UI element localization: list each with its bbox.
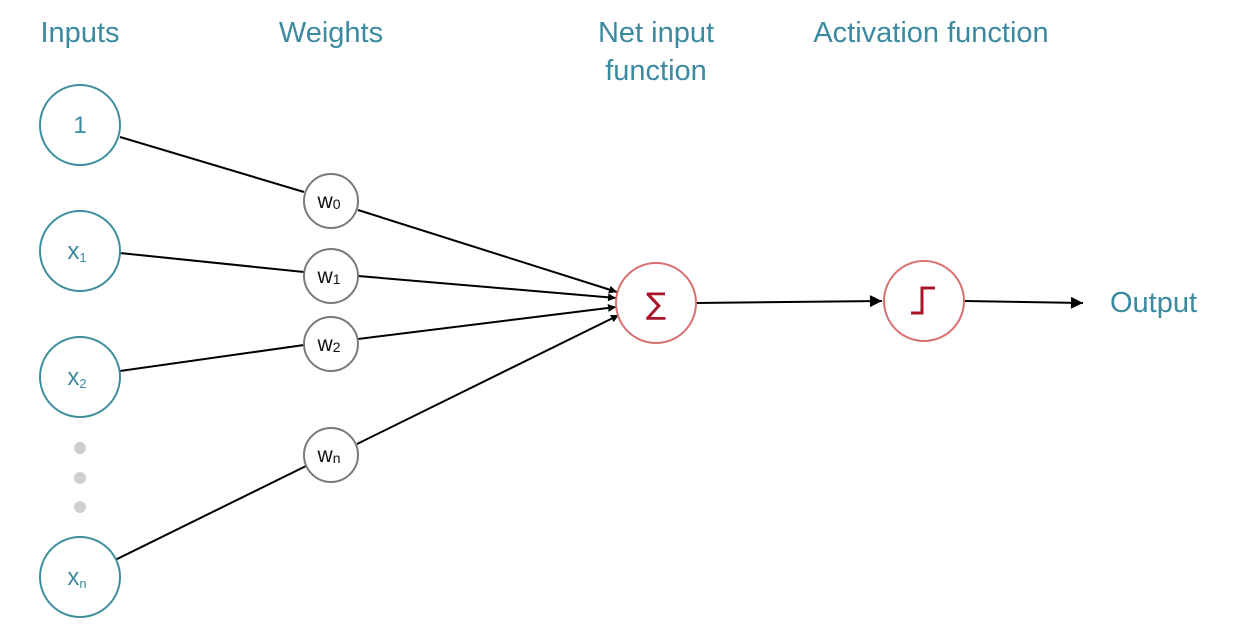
input-node-bias: 1 xyxy=(39,84,121,166)
edge-w0-sum xyxy=(357,209,618,294)
edge-input0-w0 xyxy=(119,136,305,193)
header-weights: Weights xyxy=(279,17,383,49)
input-node-x1: x1 xyxy=(39,210,121,292)
weight-node-w2: w2 xyxy=(303,316,359,372)
net-input-sum-node: ∑ xyxy=(615,262,697,344)
header-inputs: Inputs xyxy=(41,17,120,49)
header-net-input-line2: function xyxy=(605,55,707,87)
weight-node-w0: w0 xyxy=(303,173,359,229)
edge-inputn-wn xyxy=(114,465,307,561)
edge-input2-w2 xyxy=(119,344,305,372)
header-net-input-line1: Net input xyxy=(598,17,714,49)
activation-node xyxy=(883,260,965,342)
edge-input1-w1 xyxy=(119,252,305,273)
sigma-icon: ∑ xyxy=(646,287,666,322)
input-node-x2: x2 xyxy=(39,336,121,418)
edge-wn-sum xyxy=(356,314,620,445)
step-function-icon xyxy=(911,286,935,315)
svg-text:wn: wn xyxy=(317,444,341,467)
svg-text:w2: w2 xyxy=(317,333,341,356)
svg-text:w0: w0 xyxy=(317,190,341,213)
edge-w1-sum xyxy=(357,275,617,302)
header-activation: Activation function xyxy=(813,17,1048,49)
weight-node-w1: w1 xyxy=(303,248,359,304)
weight-node-wn: wn xyxy=(303,427,359,483)
input-node-xn: xn xyxy=(39,536,121,618)
svg-text:1: 1 xyxy=(73,112,86,139)
svg-text:xn: xn xyxy=(67,564,86,591)
svg-text:x2: x2 xyxy=(67,364,86,391)
svg-text:x1: x1 xyxy=(67,238,86,265)
edge-sum-activation xyxy=(695,295,883,308)
edge-activation-output xyxy=(964,296,1084,309)
vertical-ellipsis-icon xyxy=(74,442,86,513)
output-label: Output xyxy=(1110,287,1197,319)
edge-w2-sum xyxy=(357,304,617,340)
svg-text:w1: w1 xyxy=(317,265,341,288)
